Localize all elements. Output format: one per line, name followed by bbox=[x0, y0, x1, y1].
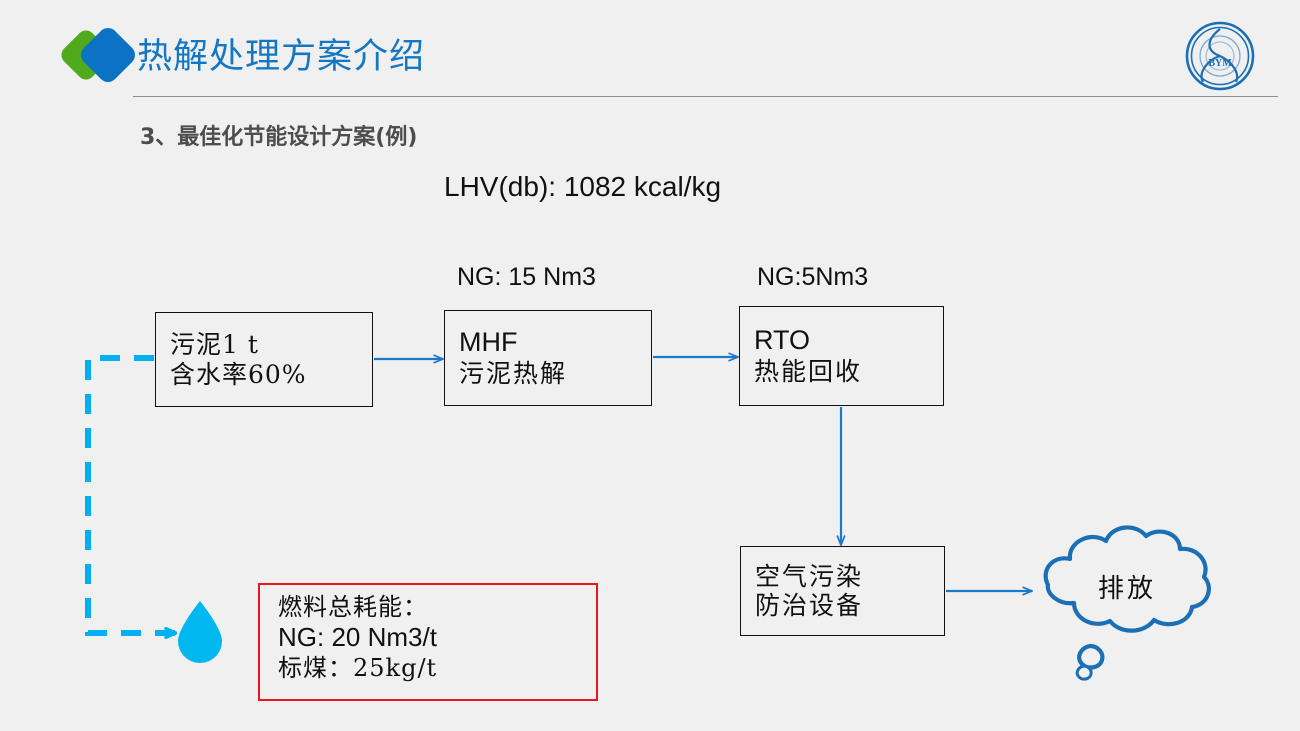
process-box-mhf[interactable]: MHF 污泥热解 bbox=[444, 310, 652, 406]
fuel-summary-line1: 燃料总耗能： bbox=[278, 593, 428, 621]
process-box-air-pollution-control[interactable]: 空气污染 防治设备 bbox=[740, 546, 945, 636]
box-mhf-line1: MHF bbox=[459, 327, 518, 358]
box-apc-line2: 防治设备 bbox=[755, 591, 864, 620]
emblem-text: BYM bbox=[1208, 58, 1232, 69]
fuel-summary-line2: NG: 20 Nm3/t bbox=[278, 622, 437, 653]
lhv-annotation: LHV(db): 1082 kcal/kg bbox=[444, 171, 722, 202]
brand-diamond-logo-icon bbox=[55, 25, 145, 85]
ng-rto-annotation: NG:5Nm3 bbox=[757, 263, 869, 291]
box-apc-line1: 空气污染 bbox=[755, 561, 864, 591]
water-droplet-icon bbox=[172, 598, 228, 664]
box-rto-line2: 热能回收 bbox=[754, 357, 863, 387]
process-box-rto[interactable]: RTO 热能回收 bbox=[739, 306, 944, 406]
page-title: 热解处理方案介绍 bbox=[137, 37, 426, 77]
box-mhf-line2: 污泥热解 bbox=[459, 359, 568, 389]
process-box-sludge[interactable]: 污泥1 t 含水率60% bbox=[155, 312, 373, 407]
bym-circular-emblem-icon: BYM bbox=[1176, 16, 1264, 96]
fuel-consumption-summary-box: 燃料总耗能： NG: 20 Nm3/t 标煤：25kg/t bbox=[258, 583, 598, 701]
fuel-summary-line3: 标煤：25kg/t bbox=[278, 653, 438, 682]
header-divider bbox=[133, 96, 1278, 97]
section-title: 3、最佳化节能设计方案(例) bbox=[140, 125, 418, 150]
box-sludge-line2: 含水率60% bbox=[170, 359, 307, 389]
box-rto-line1: RTO bbox=[754, 325, 811, 356]
ng-mhf-annotation: NG: 15 Nm3 bbox=[457, 263, 596, 291]
cloud-label-emission: 排放 bbox=[1098, 574, 1157, 604]
box-sludge-line1: 污泥1 t bbox=[170, 330, 259, 359]
